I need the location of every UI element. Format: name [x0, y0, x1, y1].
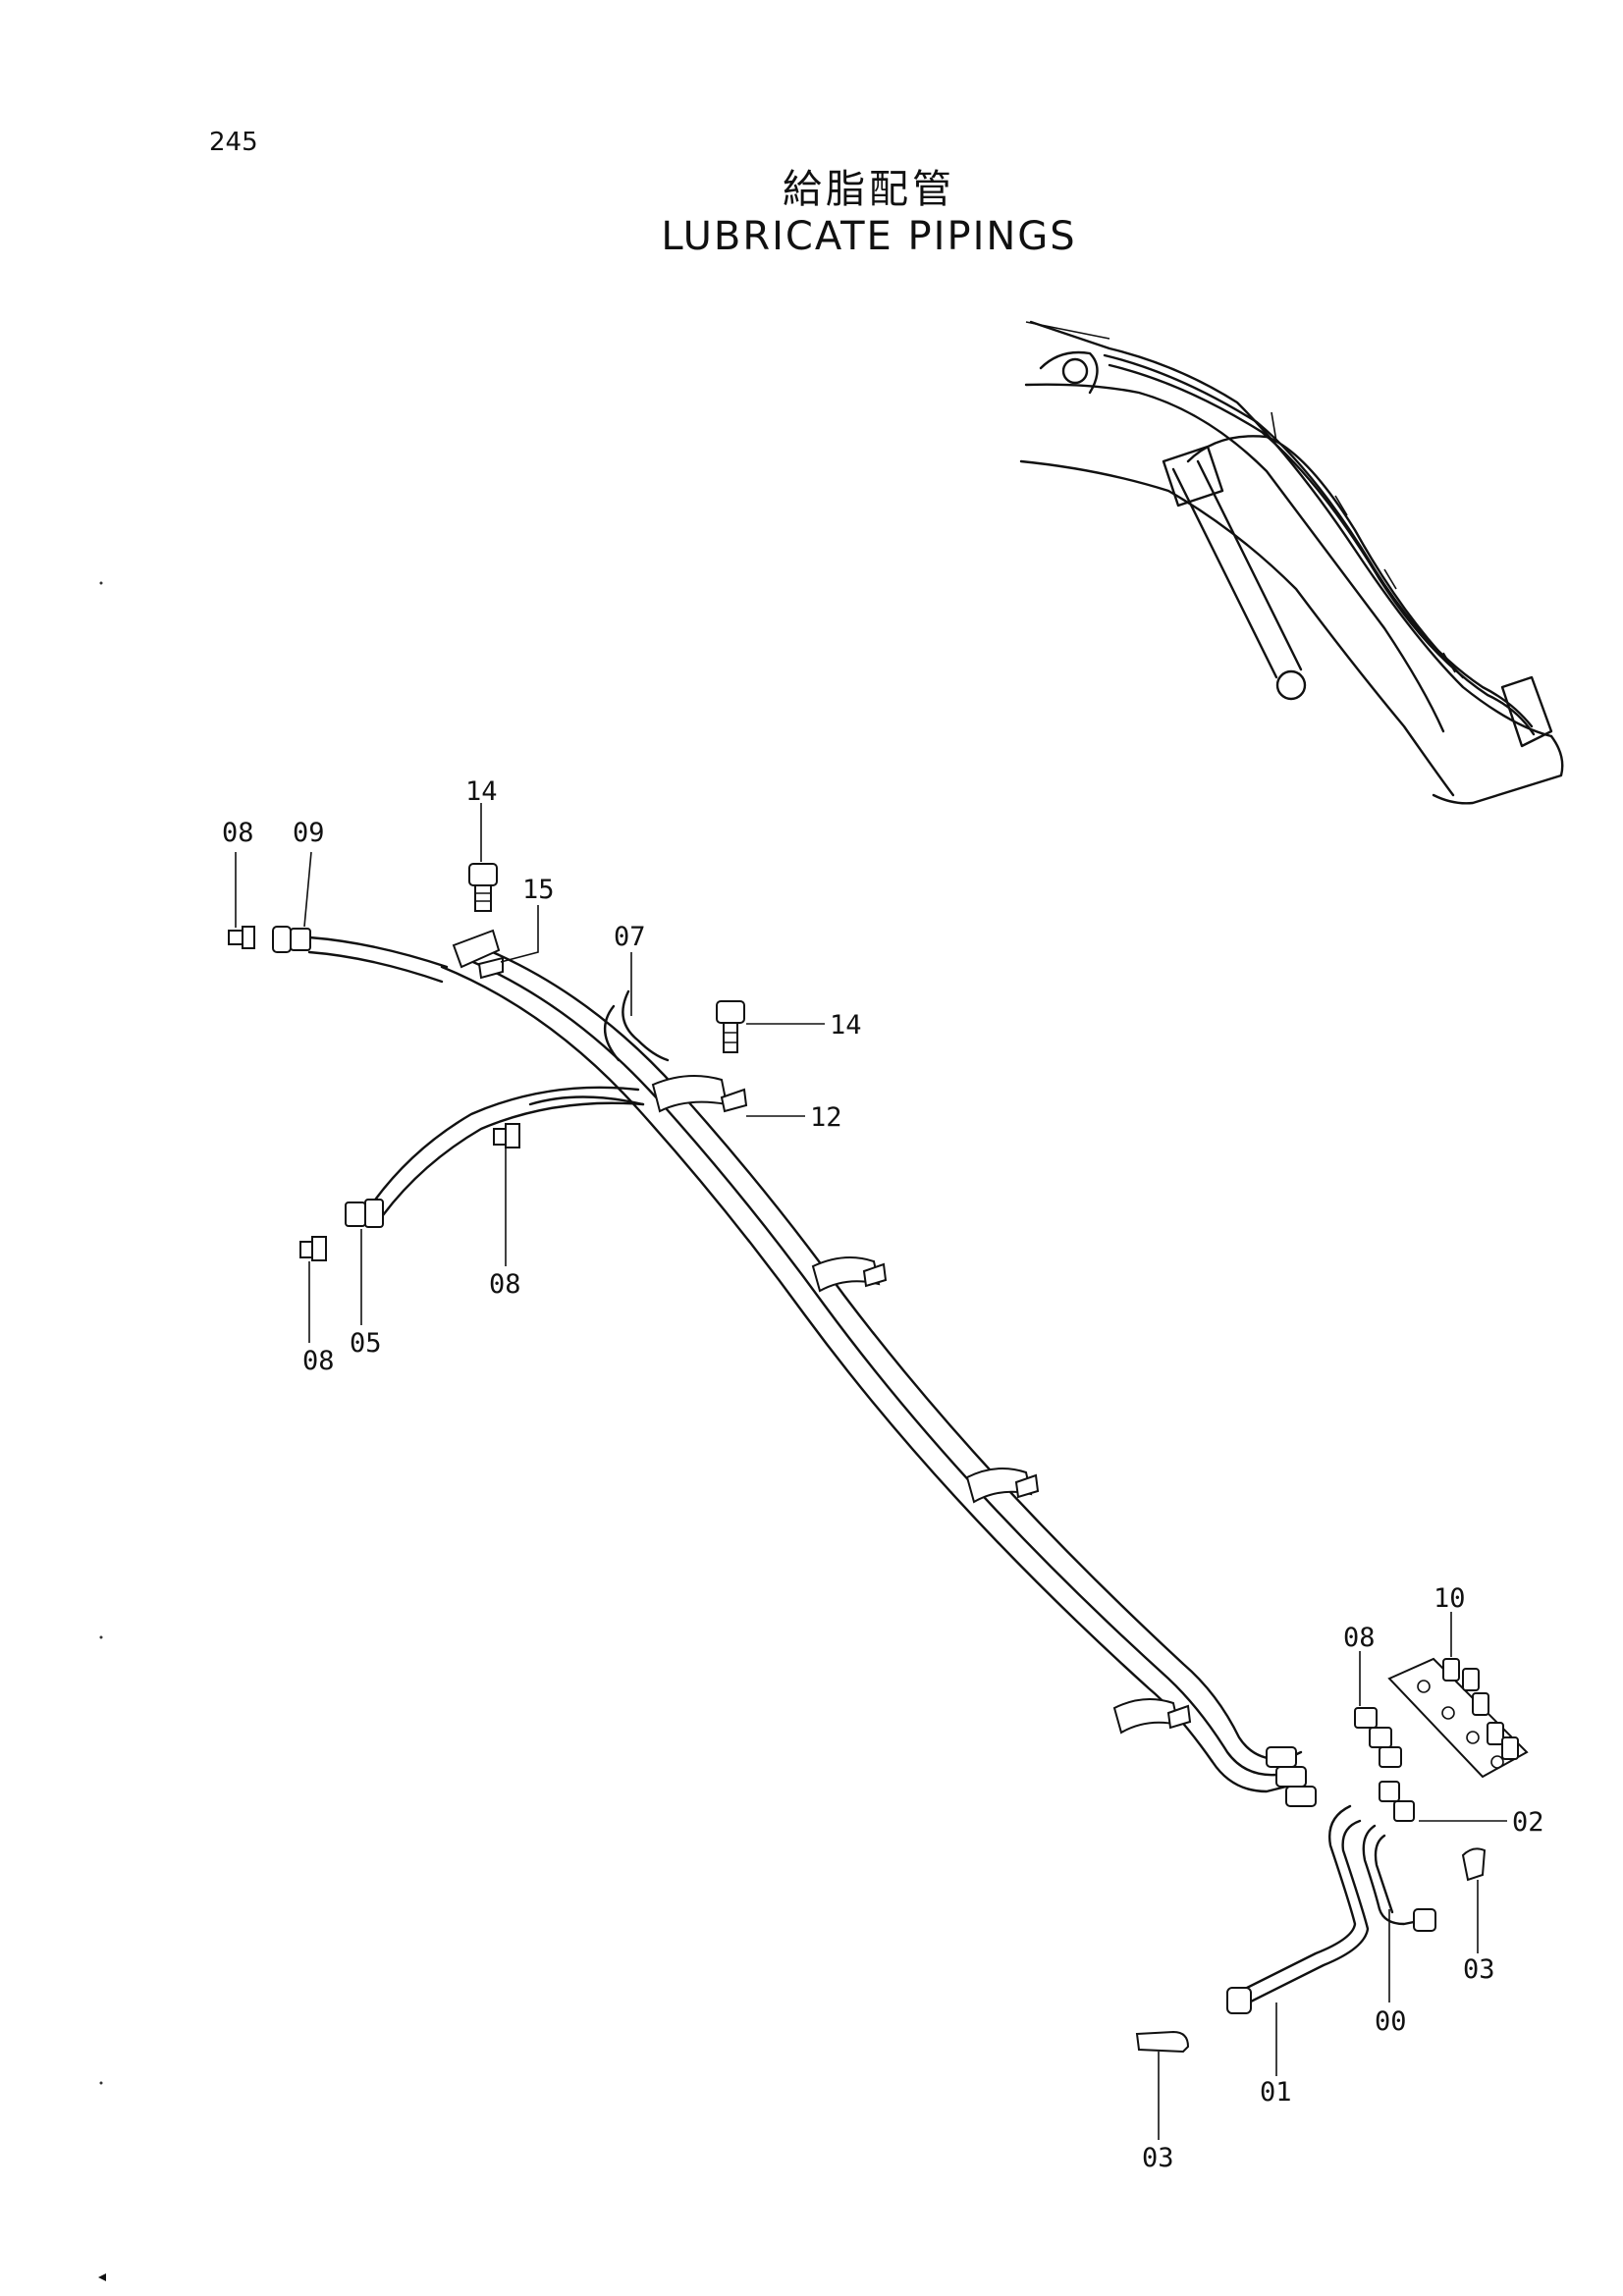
leader-lines [235, 803, 1507, 2140]
callout-05: 05 [350, 1328, 382, 1359]
scan-dot [99, 2081, 103, 2085]
scan-dot [99, 1635, 103, 1639]
title-japanese: 給脂配管 [783, 167, 955, 212]
callout-12: 12 [810, 1102, 842, 1133]
callout-07: 07 [614, 922, 646, 952]
callout-03-right: 03 [1463, 1954, 1495, 1985]
callout-08-block: 08 [1343, 1623, 1376, 1653]
boom-inset-illustration [1019, 320, 1564, 805]
callout-03-bottom: 03 [1142, 2143, 1174, 2173]
callout-10: 10 [1434, 1583, 1466, 1614]
callout-15: 15 [522, 875, 555, 905]
callout-08-mid: 08 [489, 1269, 521, 1300]
scan-mark [98, 2273, 106, 2281]
callout-09: 09 [293, 818, 325, 848]
title-english: LUBRICATE PIPINGS [661, 214, 1077, 259]
callout-01: 01 [1260, 2077, 1292, 2108]
main-pipe-bundle [307, 929, 1303, 1793]
callout-00: 00 [1375, 2006, 1407, 2037]
page-number: 245 [209, 128, 258, 157]
callout-08-lower-left: 08 [302, 1346, 335, 1376]
callout-labels: 08 09 14 15 07 14 12 08 05 08 10 08 02 0… [222, 776, 1544, 2173]
callout-14-mid: 14 [830, 1010, 862, 1041]
callout-14-top: 14 [465, 776, 498, 807]
callout-08-top: 08 [222, 818, 254, 848]
callout-02: 02 [1512, 1807, 1544, 1838]
fittings [228, 863, 1529, 2054]
scan-dot [99, 581, 103, 585]
